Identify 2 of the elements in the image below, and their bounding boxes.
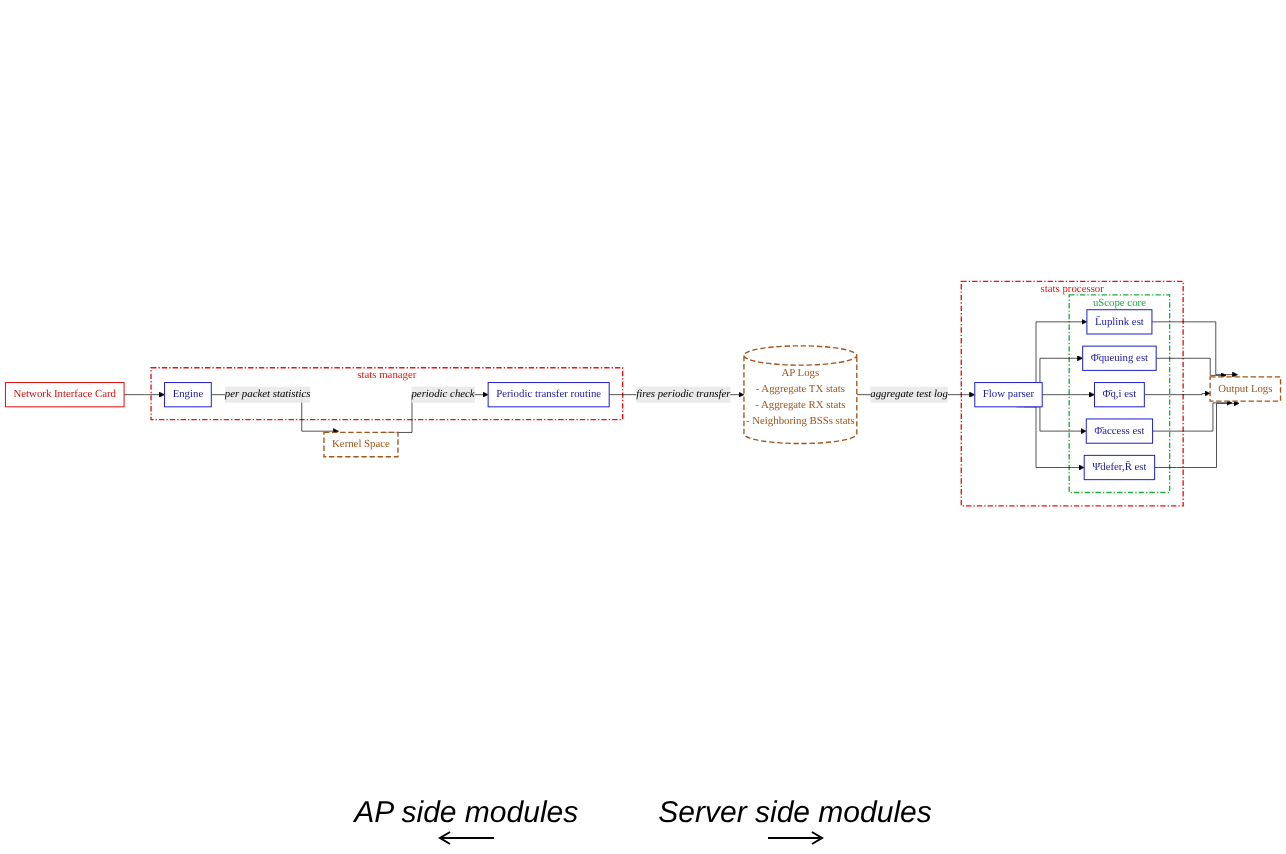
side-label: AP side modules [354,795,579,829]
side-label: Server side modules [658,795,932,829]
